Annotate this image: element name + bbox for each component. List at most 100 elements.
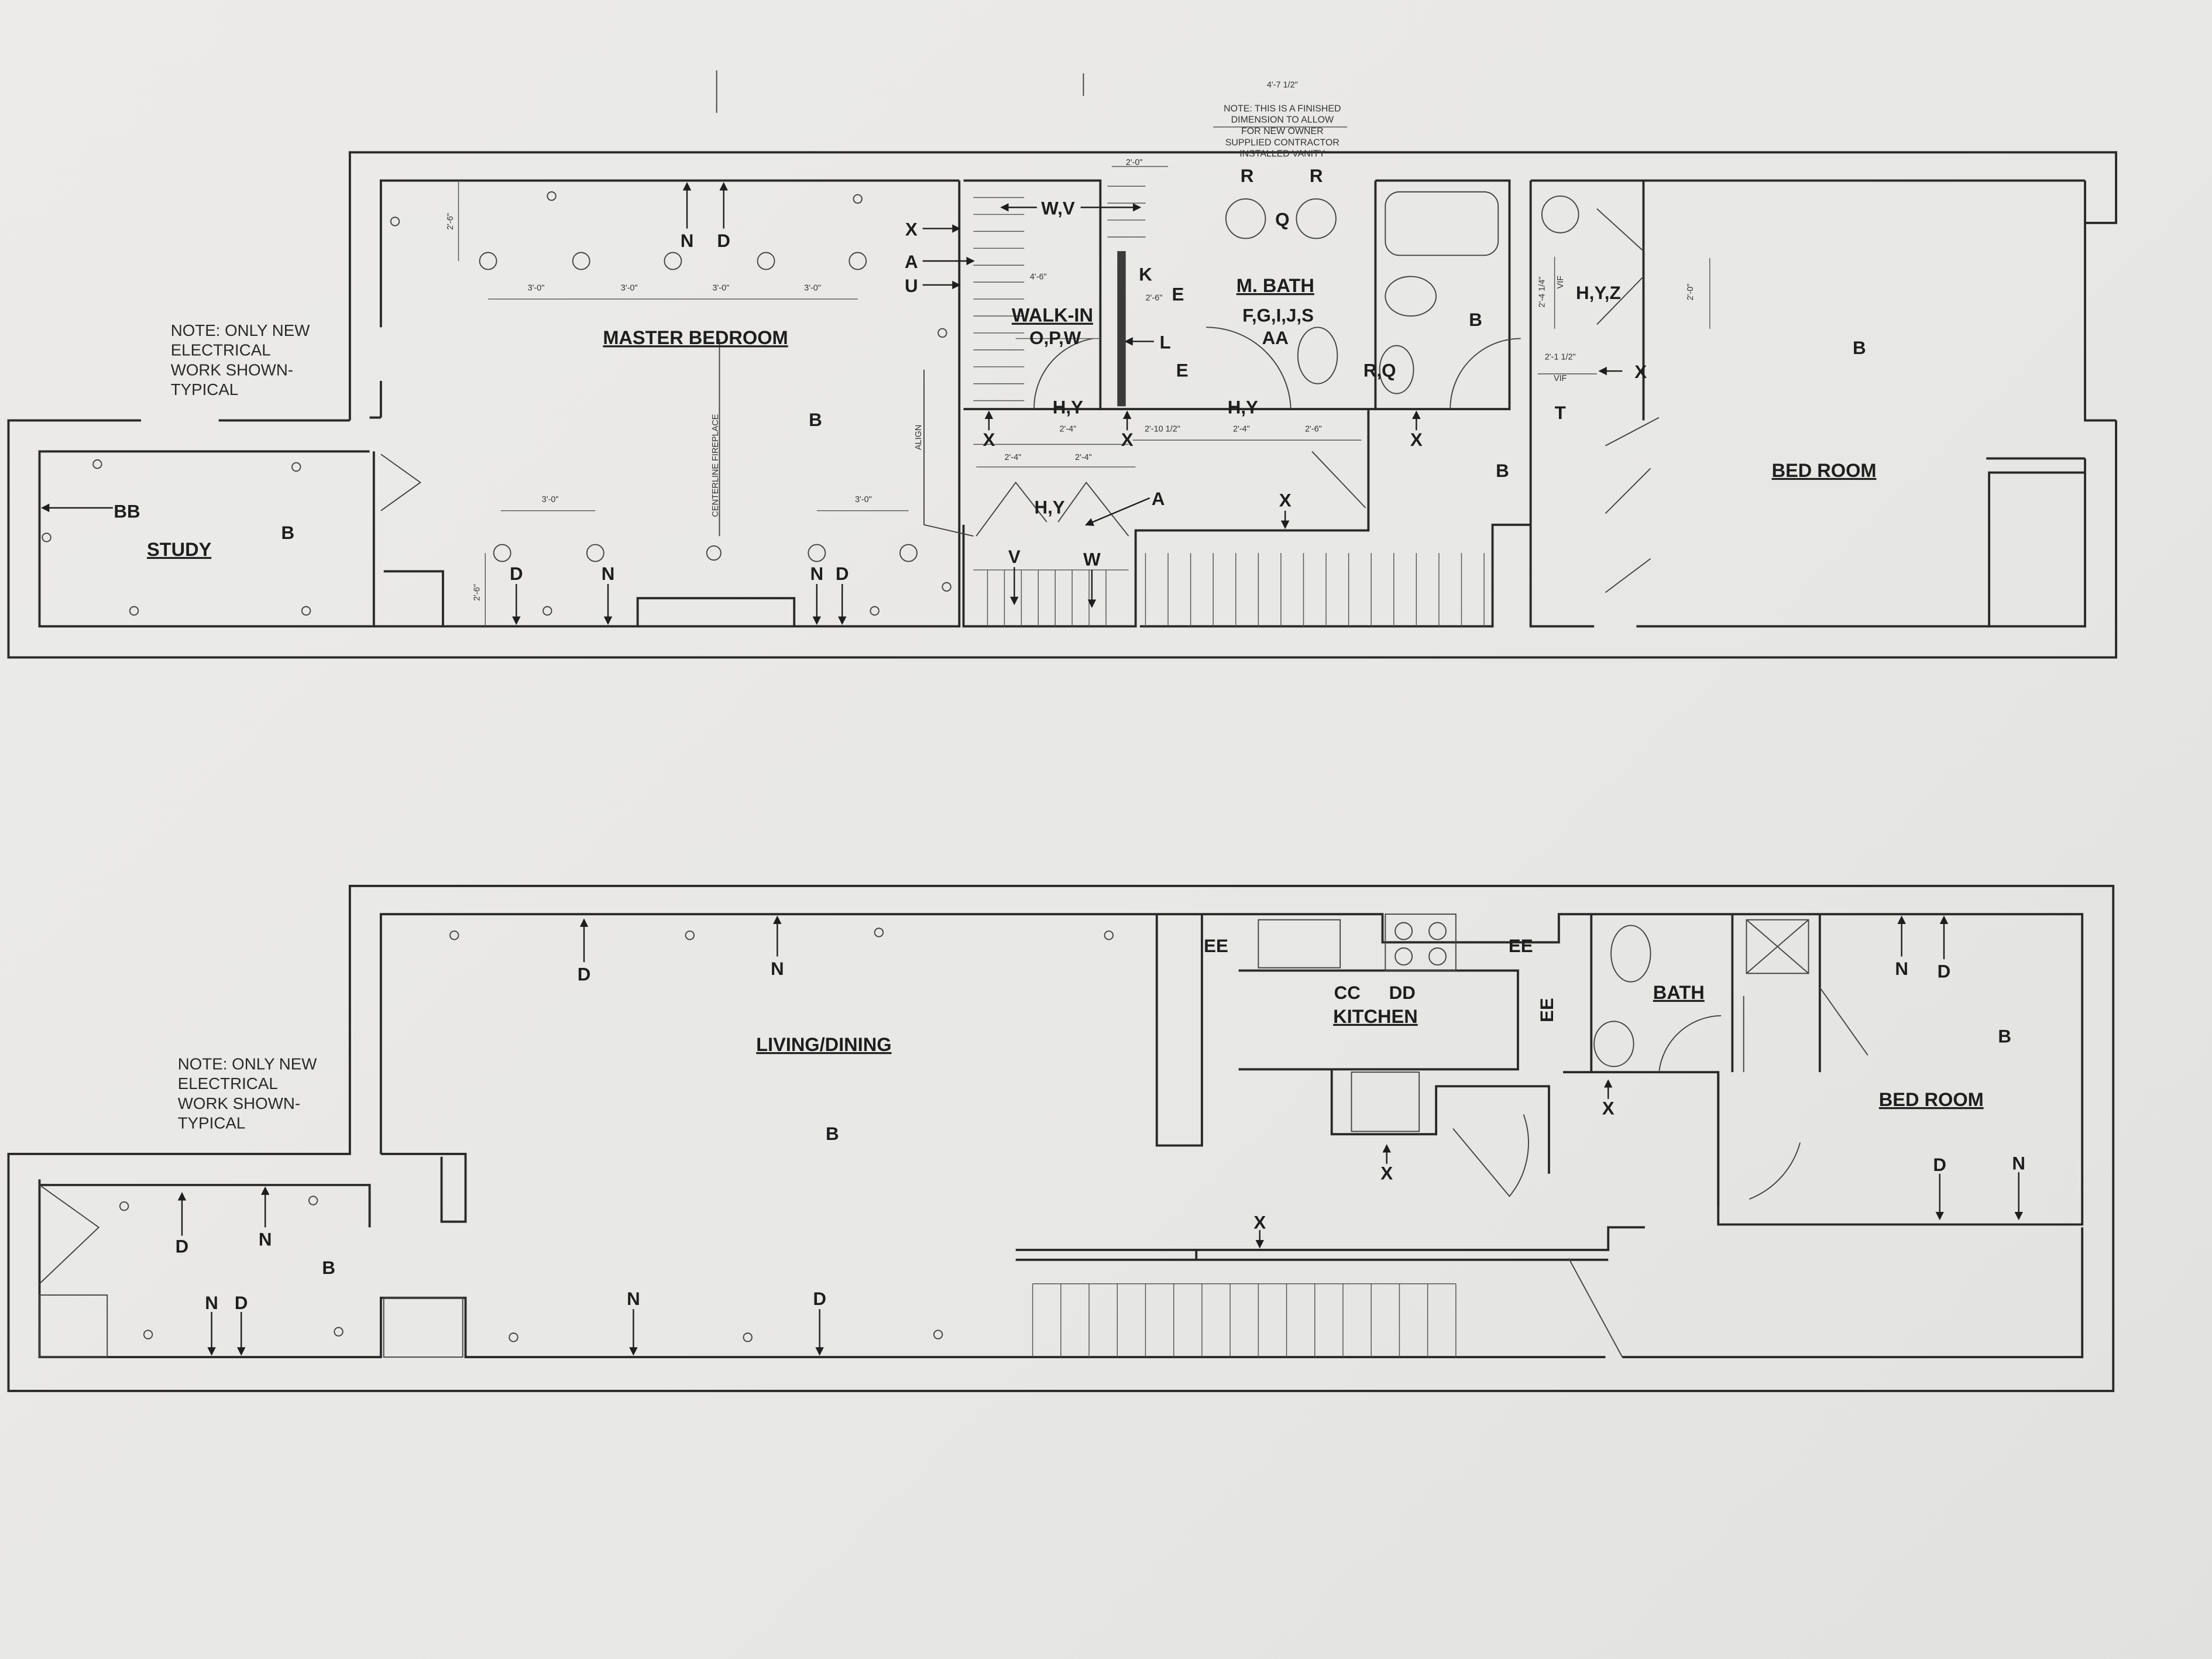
fireplace-centerline-label: CENTERLINE FIREPLACE: [711, 414, 720, 517]
sink: [1593, 1021, 1634, 1067]
room-label-living-dining: LIVING/DINING: [756, 1034, 891, 1055]
svg-text:B: B: [322, 1258, 335, 1278]
stair-lower: [1032, 1283, 1457, 1358]
svg-text:WORK SHOWN-: WORK SHOWN-: [171, 360, 293, 379]
symbol-arrows: [177, 915, 2023, 1356]
room-label-bed-room: BED ROOM: [1879, 1089, 1984, 1110]
dimension-labels: 3'-0" 3'-0" 3'-0" 3'-0" 3'-0" 3'-0" 2'-6…: [446, 80, 1695, 600]
svg-text:B: B: [826, 1124, 839, 1144]
svg-text:3'-0": 3'-0": [712, 284, 729, 293]
svg-text:W: W: [1083, 549, 1101, 570]
svg-text:H,Y,Z: H,Y,Z: [1576, 283, 1621, 303]
svg-text:E: E: [1176, 360, 1189, 381]
wall: [1529, 180, 1990, 628]
svg-text:U: U: [905, 276, 918, 296]
door-swing: [1033, 327, 1521, 410]
svg-text:NOTE: ONLY NEW: NOTE: ONLY NEW: [171, 321, 311, 339]
wall: [1015, 1226, 1645, 1261]
washer: [1541, 195, 1579, 233]
svg-text:X: X: [1279, 490, 1292, 510]
svg-text:H,Y: H,Y: [1053, 397, 1083, 417]
svg-text:X: X: [1253, 1213, 1266, 1233]
svg-text:B: B: [1496, 461, 1509, 481]
svg-text:NOTE: THIS IS A FINISHED: NOTE: THIS IS A FINISHED: [1224, 104, 1341, 114]
wall: [962, 409, 1531, 628]
svg-text:N: N: [627, 1289, 640, 1309]
closet-rod: [1117, 251, 1126, 407]
svg-text:3'-0": 3'-0": [621, 284, 638, 293]
svg-text:X: X: [1634, 362, 1647, 382]
svg-text:INSTALLED VANITY: INSTALLED VANITY: [1239, 149, 1325, 159]
svg-text:EE: EE: [1204, 936, 1228, 956]
svg-text:B: B: [809, 410, 822, 430]
svg-text:VIF: VIF: [1556, 276, 1565, 289]
lower-floor-plan: NOTE: ONLY NEW ELECTRICAL WORK SHOWN- TY…: [7, 885, 2115, 1392]
room-label-bath: BATH: [1653, 982, 1705, 1003]
cabinet: [39, 1294, 108, 1358]
svg-text:D: D: [1938, 961, 1951, 982]
svg-text:N: N: [771, 959, 784, 979]
wall: [1155, 914, 1821, 1207]
svg-text:N: N: [681, 231, 694, 251]
dimension-lines: [458, 126, 1710, 627]
wall: [373, 179, 2086, 628]
recessed-lights: [479, 252, 918, 562]
door-swing: [39, 987, 1868, 1358]
refrigerator: [1351, 1071, 1420, 1132]
svg-text:K: K: [1139, 265, 1152, 285]
door-swing: [380, 454, 422, 511]
svg-text:A: A: [905, 252, 918, 272]
svg-text:2'-4": 2'-4": [1005, 453, 1022, 462]
inner-wall: [2084, 222, 2117, 422]
inner-wall: [38, 179, 960, 628]
toilet: [1297, 327, 1338, 384]
svg-text:D: D: [578, 964, 591, 984]
svg-text:2'-0": 2'-0": [1686, 284, 1695, 301]
svg-text:3'-0": 3'-0": [804, 284, 821, 293]
svg-text:ELECTRICAL: ELECTRICAL: [178, 1074, 278, 1093]
svg-text:D: D: [235, 1293, 248, 1313]
svg-text:D: D: [176, 1236, 189, 1257]
svg-text:4'-6": 4'-6": [1030, 272, 1047, 281]
outer-wall: [7, 885, 2115, 1392]
cooktop: [1385, 913, 1457, 971]
svg-text:E: E: [1172, 284, 1184, 304]
svg-text:TYPICAL: TYPICAL: [178, 1114, 246, 1132]
svg-text:2'-10 1/2": 2'-10 1/2": [1145, 425, 1180, 434]
svg-text:2'-4 1/4": 2'-4 1/4": [1538, 277, 1547, 308]
svg-text:SUPPLIED CONTRACTOR: SUPPLIED CONTRACTOR: [1225, 138, 1339, 147]
vanity-note: NOTE: THIS IS A FINISHED DIMENSION TO AL…: [1224, 104, 1341, 159]
svg-text:L: L: [1160, 332, 1171, 352]
door-leaf: [1311, 208, 1660, 593]
stair-walk-in: [973, 186, 1485, 627]
svg-text:T: T: [1555, 403, 1566, 423]
svg-text:Q: Q: [1275, 209, 1289, 230]
room-label-bed-room: BED ROOM: [1772, 460, 1877, 481]
svg-text:D: D: [717, 231, 730, 251]
svg-text:TYPICAL: TYPICAL: [171, 380, 239, 399]
svg-text:BB: BB: [114, 502, 140, 522]
svg-text:X: X: [1410, 430, 1423, 450]
svg-text:D: D: [813, 1289, 826, 1309]
svg-text:4'-7 1/2": 4'-7 1/2": [1267, 80, 1298, 90]
svg-text:WORK SHOWN-: WORK SHOWN-: [178, 1094, 300, 1112]
svg-text:N: N: [205, 1293, 218, 1313]
svg-text:FOR NEW OWNER: FOR NEW OWNER: [1241, 126, 1324, 136]
svg-text:3'-0": 3'-0": [542, 495, 559, 504]
svg-text:2'-6": 2'-6": [446, 213, 455, 230]
svg-text:EE: EE: [1509, 936, 1533, 956]
svg-text:2'-6": 2'-6": [1146, 293, 1163, 303]
svg-text:DIMENSION TO ALLOW: DIMENSION TO ALLOW: [1231, 115, 1334, 125]
svg-text:NOTE: ONLY NEW: NOTE: ONLY NEW: [178, 1055, 318, 1073]
svg-text:EE: EE: [1537, 998, 1557, 1022]
svg-text:DD: DD: [1389, 983, 1416, 1003]
svg-text:X: X: [1121, 430, 1134, 450]
svg-text:A: A: [1152, 489, 1165, 509]
svg-text:2'-4": 2'-4": [1060, 425, 1077, 434]
cabinet: [383, 1297, 463, 1358]
align-label: ALIGN: [914, 425, 923, 450]
reference-lines: [719, 338, 974, 537]
outer-wall: [348, 151, 2117, 421]
